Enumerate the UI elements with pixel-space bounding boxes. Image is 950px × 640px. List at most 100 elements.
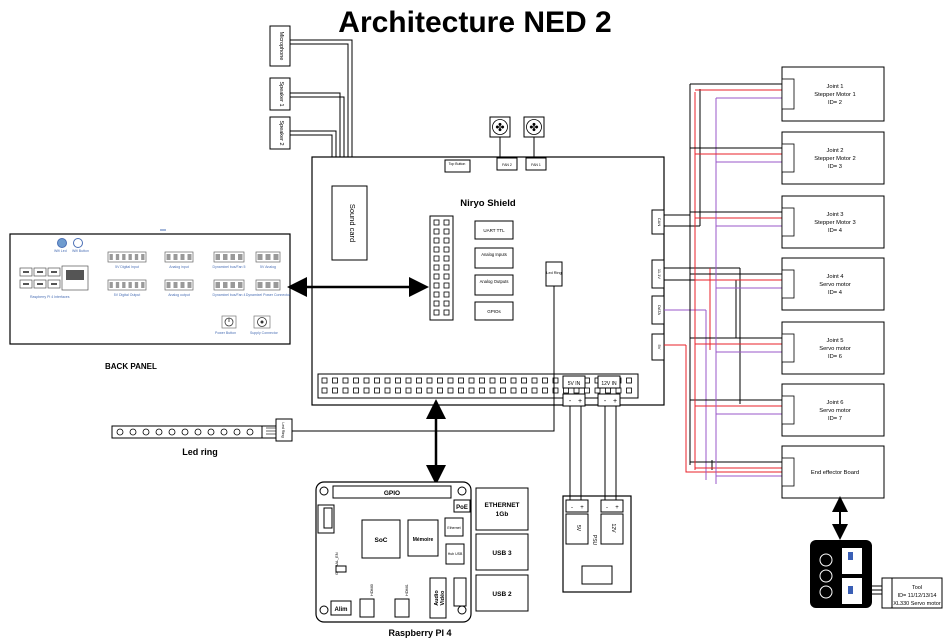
microphone: Microphone [269, 25, 291, 67]
led-ring-port: Led Ring [545, 261, 563, 287]
joint-text: Stepper Motor 2 [814, 156, 856, 162]
led-icon [155, 428, 163, 436]
led-ring-label: Led ring [182, 447, 218, 457]
led-icon [194, 428, 202, 436]
joint-text: Servo motor [819, 282, 851, 288]
header-pin [443, 291, 450, 298]
fan-2: ✤ FAN 2 [489, 116, 518, 171]
header-pin [353, 387, 359, 394]
svg-text:5V IN: 5V IN [568, 381, 581, 387]
header-pin [433, 228, 440, 235]
sound-card: Sound card [331, 185, 368, 261]
terminal-label: Analog input [169, 265, 188, 269]
gpios-block: GPIOs [474, 301, 514, 321]
wifi-button-icon[interactable] [73, 238, 83, 248]
joint-text: ID= 6 [828, 354, 842, 360]
header-pin [594, 387, 601, 394]
header-pin [542, 377, 548, 384]
top-button[interactable]: Top Button [444, 159, 471, 173]
uart-ttl-block: UART TTL [474, 220, 514, 240]
svg-text:+: + [615, 505, 619, 511]
rpi-interfaces-label: Raspberry Pi 4 Interfaces [30, 295, 70, 299]
power-button-icon[interactable] [221, 315, 237, 329]
header-pin [479, 377, 485, 384]
rpi-gpio-header [317, 373, 639, 399]
led-icon [233, 428, 241, 436]
shield-pin-header [429, 215, 454, 321]
back-panel: Wifi Led Wifi Button Raspberry Pi 4 Inte… [9, 229, 291, 345]
shield-title: Niryo Shield [460, 198, 516, 209]
svg-text:Vidéo: Vidéo [440, 590, 446, 606]
header-pin [605, 387, 611, 394]
header-pin [489, 377, 496, 384]
svg-text:-: - [604, 398, 607, 405]
svg-text:Top Button: Top Button [449, 162, 466, 166]
joint-text: End effector Board [811, 470, 859, 476]
header-pin [510, 387, 517, 394]
header-pin [321, 387, 328, 394]
svg-text:Analog Outputs: Analog Outputs [480, 279, 509, 284]
svg-text:+: + [580, 505, 584, 511]
svg-text:Sound card: Sound card [348, 204, 357, 242]
diagram-title: Architecture NED 2 [338, 6, 612, 39]
bus-wiring [664, 83, 782, 484]
svg-text:1Gb: 1Gb [496, 511, 509, 518]
joint-text: Joint 5 [826, 338, 843, 344]
svg-text:Ethernet: Ethernet [447, 526, 460, 530]
psu-label: PSU [591, 535, 597, 546]
header-pin [443, 255, 450, 262]
svg-text:11.1V: 11.1V [657, 269, 662, 279]
data-port: DATA [651, 295, 665, 325]
header-pin [626, 377, 632, 384]
svg-text:FAN 1: FAN 1 [531, 163, 541, 167]
header-pin [500, 387, 506, 394]
header-pin [521, 377, 527, 384]
header-pin [405, 377, 412, 384]
header-pin [552, 377, 559, 384]
header-pin [468, 377, 475, 384]
joint-text: Stepper Motor 3 [814, 220, 856, 226]
header-pin [552, 387, 559, 394]
psu: - + - + 5V 12V PSU [562, 495, 632, 593]
led-icon [181, 428, 189, 436]
led-icon [246, 428, 254, 436]
svg-text:UART TTL: UART TTL [483, 228, 505, 233]
joint-text: ID= 7 [828, 416, 842, 422]
header-pin [395, 387, 401, 394]
joint-text: Joint 6 [826, 400, 843, 406]
header-pin [443, 282, 450, 289]
speaker-1: Speaker 1 [269, 77, 291, 111]
usb2-label: USB 2 [492, 591, 512, 598]
supply-connector-icon [253, 315, 271, 329]
speaker-2: Speaker 2 [269, 116, 291, 150]
svg-text:GPIOs: GPIOs [487, 309, 501, 314]
11v-port: 11.1V [651, 259, 665, 289]
joint-text: Servo motor [819, 408, 851, 414]
memory-label: Mémoire [413, 537, 434, 543]
header-pin [433, 273, 440, 280]
svg-text:5V: 5V [657, 345, 662, 350]
svg-text:-: - [606, 505, 608, 511]
header-pin [433, 237, 440, 244]
header-pin [433, 219, 440, 226]
terminal-label: Dynamixel Power Connector [246, 293, 291, 297]
header-pin [433, 309, 440, 316]
joint-text: Servo motor [819, 346, 851, 352]
analog-inputs-block: Analog Inputs [474, 247, 514, 269]
header-pin [573, 387, 580, 394]
back-panel-label: BACK PANEL [105, 362, 157, 371]
svg-text:12V: 12V [610, 524, 616, 534]
header-pin [433, 291, 440, 298]
svg-text:-: - [571, 505, 573, 511]
header-pin [443, 309, 450, 316]
terminal-label: 5V Digital Output [114, 293, 140, 297]
terminal-label: 5V Digital Input [115, 265, 139, 269]
5v-port: 5V [651, 333, 665, 361]
header-pin [374, 387, 380, 394]
svg-text:Led Ring: Led Ring [281, 422, 285, 437]
header-pin [615, 387, 622, 394]
wifi-button-label: Wifi Button [72, 249, 89, 253]
